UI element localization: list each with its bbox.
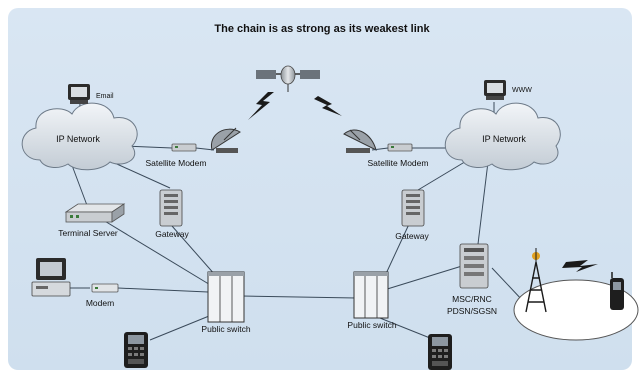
satellite-modem-right: Satellite Modem	[368, 143, 429, 168]
server-tower-icon	[401, 189, 425, 227]
link-switch-right-phone	[379, 317, 431, 339]
modem-icon	[387, 143, 413, 152]
diagram-title: The chain is as strong as its weakest li…	[214, 23, 430, 35]
radio-tower-icon	[525, 248, 547, 313]
telephone-icon	[124, 332, 148, 368]
radio-cell	[513, 248, 639, 341]
satellite-modem-label-right: Satellite Modem	[368, 158, 429, 168]
gateway-label-left: Gateway	[155, 229, 189, 239]
modem-label: Modem	[86, 298, 114, 308]
msc-rnc-label: MSC/RNC	[452, 294, 492, 304]
lightning-bolt-icon	[562, 260, 598, 272]
link-satmodem-dish-left	[195, 147, 215, 151]
gateway-left: Gateway	[155, 189, 190, 239]
www-label: WWW	[512, 87, 532, 94]
public-switch-right: Public switch	[347, 271, 397, 330]
satellite-dish-icon	[210, 127, 241, 153]
msc-rnc-server: MSC/RNC PDSN/SGSN	[447, 243, 497, 316]
telephone-right	[428, 334, 452, 370]
terminal-server-icon	[64, 203, 126, 223]
computer-icon	[68, 84, 90, 104]
computer-icon	[484, 80, 506, 100]
telephone-icon	[428, 334, 452, 370]
link-msc-tower	[491, 267, 525, 303]
gateway-label-right: Gateway	[395, 231, 429, 241]
link-switch-right-gateway	[383, 221, 411, 279]
server-tower-icon	[159, 189, 183, 227]
email-label: Email	[96, 93, 114, 100]
ip-network-label-right: IP Network	[482, 134, 526, 144]
modem-device: Modem	[86, 283, 119, 308]
mobile-phone-icon	[610, 272, 624, 310]
link-cloud-gateway-left	[107, 159, 171, 189]
link-switch-right-msc	[383, 265, 463, 291]
satellite-dish-icon	[343, 129, 377, 153]
terminal-server-label: Terminal Server	[58, 228, 118, 238]
ip-network-label-left: IP Network	[56, 134, 100, 144]
link-gateway-switch-left	[171, 225, 217, 277]
satellite-icon	[256, 65, 320, 92]
satellite-dish-right	[343, 129, 377, 153]
link-terminal-switch-left	[102, 219, 213, 287]
ip-network-cloud-right: IP Network	[444, 102, 561, 171]
server-rack-icon	[459, 243, 489, 289]
public-switch-label-left: Public switch	[201, 324, 250, 334]
satellite-modem-left: Satellite Modem	[146, 143, 207, 168]
terminal-server: Terminal Server	[58, 203, 126, 238]
satellite-dish-left	[210, 127, 241, 153]
desktop-computer	[31, 258, 71, 297]
link-cloud-right-msc	[477, 161, 489, 245]
ip-network-cloud-left: IP Network	[21, 102, 138, 171]
email-computer: Email	[68, 84, 114, 104]
link-dish-satmodem-right	[371, 147, 389, 151]
lightning-bolt-icon	[314, 96, 342, 116]
cell-coverage-area	[513, 279, 639, 341]
public-switch-left: Public switch	[201, 271, 251, 334]
switch-cabinet-icon	[207, 271, 245, 323]
computer-icon	[31, 258, 71, 297]
link-phone-switch-left	[149, 313, 215, 341]
switch-cabinet-icon	[353, 271, 389, 319]
public-switch-label-right: Public switch	[347, 320, 396, 330]
link-switch-left-switch-right	[241, 295, 357, 299]
telephone-left	[124, 332, 148, 368]
link-modem-switch-left	[117, 287, 209, 293]
link-cloud-right-gateway	[417, 159, 469, 191]
gateway-right: Gateway	[395, 189, 430, 241]
pdsn-sgsn-label: PDSN/SGSN	[447, 306, 497, 316]
modem-icon	[171, 143, 197, 152]
www-computer: WWW	[484, 80, 532, 100]
satellite-modem-label-left: Satellite Modem	[146, 158, 207, 168]
link-cloud-terminal-server	[69, 159, 89, 209]
modem-icon	[91, 283, 119, 293]
